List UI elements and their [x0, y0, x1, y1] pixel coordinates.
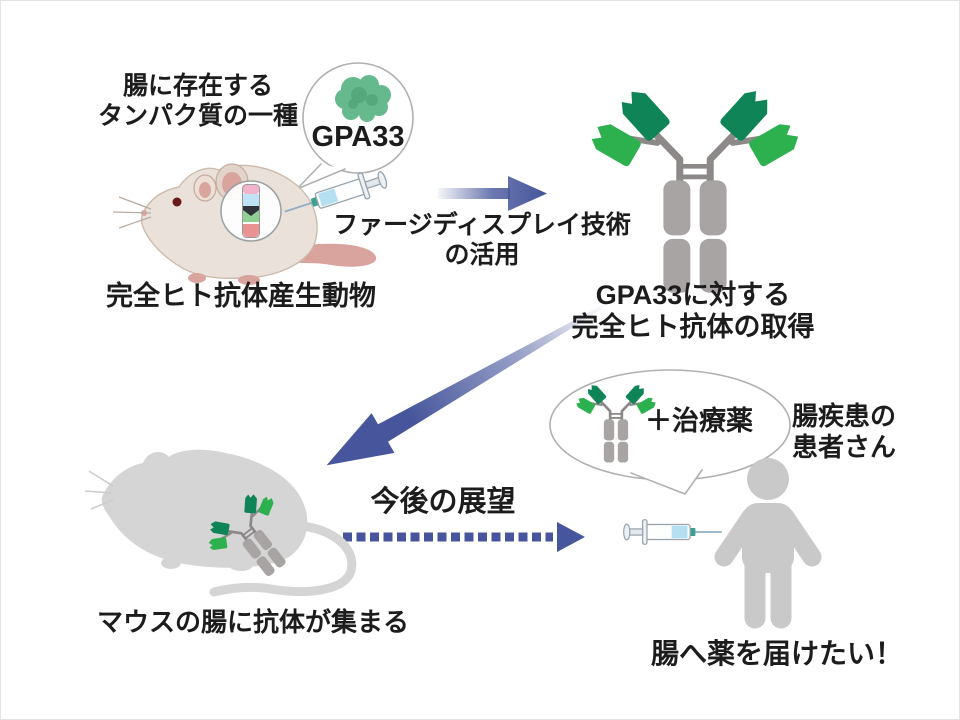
- patient-line1: 腸疾患の: [792, 401, 897, 431]
- mouse-caption: 完全ヒト抗体産生動物: [106, 281, 376, 311]
- antibody-result-line2: 完全ヒト抗体の取得: [571, 311, 815, 342]
- antibody-result-caption: GPA33に対する 完全ヒト抗体の取得: [553, 280, 833, 344]
- human-silhouette: [714, 458, 822, 629]
- future-heading: 今後の展望: [370, 486, 516, 518]
- dotted-arrow-icon: [343, 522, 585, 552]
- protein-note-line1: 腸に存在する: [122, 72, 273, 100]
- patient-line2: 患者さん: [792, 431, 897, 462]
- protein-note-line2: タンパク質の一種: [97, 101, 298, 130]
- syringe-icon-bottom: [622, 518, 723, 546]
- mouse-eye: [172, 197, 182, 207]
- mouse-silhouette: [84, 449, 357, 597]
- phage-display-line2: の活用: [444, 240, 520, 269]
- protein-note: 腸に存在する タンパク質の一種: [58, 72, 338, 131]
- arrow-diagonal-icon: [326, 302, 609, 466]
- phage-display-label: ファージディスプレイ技術 の活用: [332, 211, 632, 270]
- phage-display-line1: ファージディスプレイ技術: [333, 211, 631, 239]
- goal-caption: 腸へ薬を届けたい！: [651, 638, 904, 669]
- chromosome-badge: [220, 180, 282, 242]
- gpa33-speech-bubble: [296, 62, 414, 190]
- arrow-right-icon: [438, 176, 547, 211]
- treatment-speech-bubble: [549, 369, 791, 495]
- mouse-silhouette-tail: [209, 521, 357, 597]
- gpa33-label: GPA33: [311, 121, 405, 153]
- antibody-result-line1: GPA33に対する: [595, 280, 791, 310]
- mouse-gut-caption: マウスの腸に抗体が集まる: [97, 607, 410, 637]
- treatment-label: ＋治療薬: [645, 406, 753, 436]
- protein-blob-icon: [335, 75, 391, 122]
- lab-mouse-illustration: [112, 163, 377, 285]
- patient-label: 腸疾患の 患者さん: [792, 401, 896, 462]
